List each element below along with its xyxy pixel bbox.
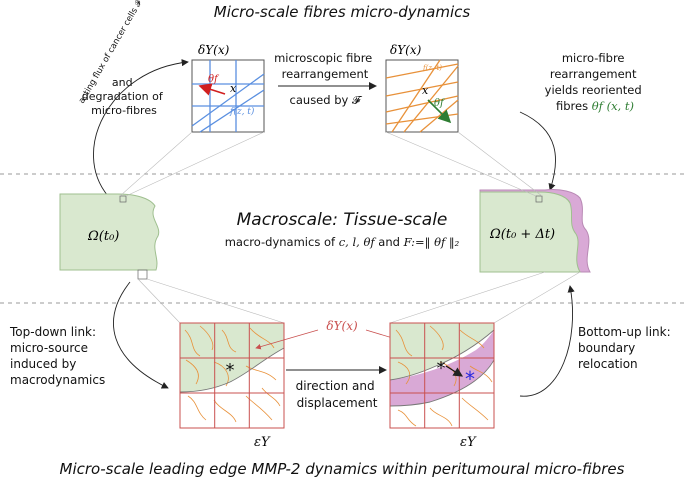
omega-right: Ω(t₀ + Δt) (489, 227, 555, 242)
delta-y-label: δY(x) (326, 319, 358, 333)
eps-y-left: εY (254, 435, 271, 450)
cell-left-title: δY(x) (198, 43, 230, 57)
reorient-arrow (519, 111, 556, 191)
grid-left: * εY (179, 322, 285, 450)
top-down-arrow (113, 281, 169, 389)
bottom-up-arrow (519, 285, 575, 397)
macro-subtitle: macro-dynamics of c, l, θf and F:=‖ θf ‖… (225, 235, 460, 250)
grid-right: * * εY (389, 322, 495, 450)
zoom-lines-top (119, 131, 543, 197)
asterisk-right-blue: * (465, 367, 475, 391)
asterisk-right-black: * (437, 358, 446, 379)
cell-left-f: f(z, t) (229, 106, 255, 117)
omega-left: Ω(t₀) (87, 229, 119, 244)
displacement-text: direction and displacement (296, 379, 379, 410)
degradation-text: and degradation of micro-fibres (82, 76, 166, 117)
title-middle: Macroscale: Tissue-scale (237, 210, 448, 230)
top-down-text: Top-down link: micro-source induced by m… (9, 325, 105, 387)
flux-arrow (93, 59, 189, 197)
asterisk-left: * (226, 360, 235, 381)
eps-y-right: εY (460, 435, 477, 450)
move-arrow (445, 365, 464, 377)
cell-left-theta: θf (208, 74, 220, 85)
cell-right-f: f(z, t) (422, 64, 442, 72)
title-top: Micro-scale fibres micro-dynamics (214, 3, 471, 21)
cell-right-x: x (422, 84, 429, 97)
cell-right-title: δY(x) (390, 43, 422, 57)
micro-cell-left: δY(x) θf x f(z, t) (191, 43, 265, 133)
micro-cell-right: δY(x) θf x f(z, t) (385, 43, 459, 133)
caused-by-text: caused by 𝓕 (290, 93, 363, 107)
delta-arrow-left (255, 329, 319, 350)
tissue-right: Ω(t₀ + Δt) (479, 189, 591, 273)
cell-left-x: x (230, 82, 237, 95)
reoriented-text: micro-fibre rearrangement yields reorien… (545, 51, 646, 113)
zoom-lines-bottom (137, 271, 581, 324)
theta-arrow-right (427, 99, 452, 124)
title-bottom: Micro-scale leading edge MMP-2 dynamics … (60, 460, 625, 478)
rearrangement-text: microscopic fibre rearrangement (274, 51, 376, 81)
theta-arrow-left (198, 83, 226, 96)
cell-right-theta: θf (434, 98, 446, 109)
tissue-left: Ω(t₀) (59, 193, 160, 280)
bottom-up-text: Bottom-up link: boundary relocation (578, 325, 674, 371)
